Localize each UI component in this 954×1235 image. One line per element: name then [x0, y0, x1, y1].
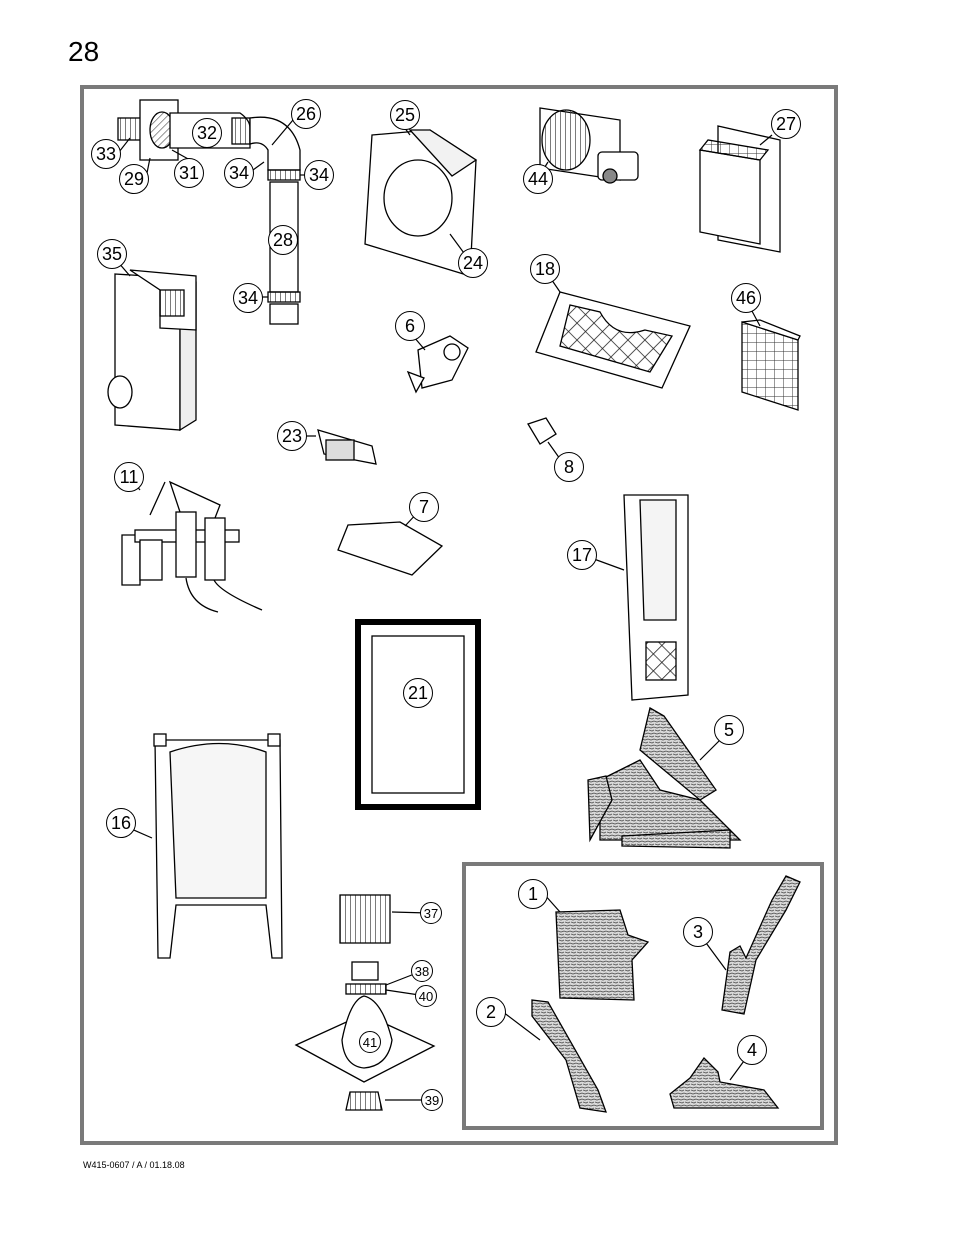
callout-6: 6 — [395, 311, 425, 341]
callout-16: 16 — [106, 808, 136, 838]
callout-7: 7 — [409, 492, 439, 522]
callout-37: 37 — [420, 902, 442, 924]
callout-2: 2 — [476, 997, 506, 1027]
parts-diagram-frame — [80, 85, 838, 1145]
callout-33: 33 — [91, 139, 121, 169]
bracket-23 — [317, 429, 377, 465]
callout-27: 27 — [771, 109, 801, 139]
log-set — [587, 707, 742, 849]
page-number: 28 — [68, 36, 100, 67]
log-set-inset-frame — [462, 862, 824, 1130]
gas-valve — [406, 335, 469, 394]
log-3 — [721, 875, 801, 1015]
callout-29: 29 — [119, 164, 149, 194]
heat-box — [698, 125, 781, 253]
callout-21: 21 — [403, 678, 433, 708]
callout-39: 39 — [421, 1089, 443, 1111]
mesh-screen — [741, 319, 801, 411]
side-panel-17 — [623, 494, 689, 701]
callout-35: 35 — [97, 239, 127, 269]
callout-26: 26 — [291, 99, 321, 129]
orifice-8 — [527, 417, 557, 445]
callout-44: 44 — [523, 164, 553, 194]
grille-trim — [535, 291, 691, 389]
callout-1: 1 — [518, 879, 548, 909]
callout-28: 28 — [268, 225, 298, 255]
callout-5: 5 — [714, 715, 744, 745]
callout-32: 32 — [192, 118, 222, 148]
callout-8: 8 — [554, 452, 584, 482]
chimney-cap-assembly — [294, 894, 436, 1111]
callout-23: 23 — [277, 421, 307, 451]
callout-41: 41 — [359, 1031, 381, 1053]
log-2 — [531, 999, 607, 1113]
vent-termination-kit — [117, 99, 301, 325]
callout-40: 40 — [415, 985, 437, 1007]
control-board — [337, 521, 444, 576]
glass-door — [355, 619, 481, 810]
log-1 — [555, 909, 650, 1001]
callout-31: 31 — [174, 158, 204, 188]
callout-17: 17 — [567, 540, 597, 570]
control-housing — [107, 269, 197, 432]
callout-24: 24 — [458, 248, 488, 278]
callout-11: 11 — [114, 462, 144, 492]
pilot-assembly — [121, 480, 263, 613]
callout-34-upper-left: 34 — [224, 158, 254, 188]
log-4 — [669, 1056, 780, 1109]
callout-4: 4 — [737, 1035, 767, 1065]
callout-3: 3 — [683, 917, 713, 947]
callout-25: 25 — [390, 100, 420, 130]
document-code: W415-0607 / A / 01.18.08 — [83, 1160, 185, 1170]
wall-plate — [364, 129, 478, 277]
callout-38: 38 — [411, 960, 433, 982]
front-panel-16 — [153, 733, 283, 959]
blower-fan — [539, 107, 639, 184]
callout-46: 46 — [731, 283, 761, 313]
callout-34-lower: 34 — [233, 283, 263, 313]
callout-18: 18 — [530, 254, 560, 284]
callout-34-upper-right: 34 — [304, 160, 334, 190]
